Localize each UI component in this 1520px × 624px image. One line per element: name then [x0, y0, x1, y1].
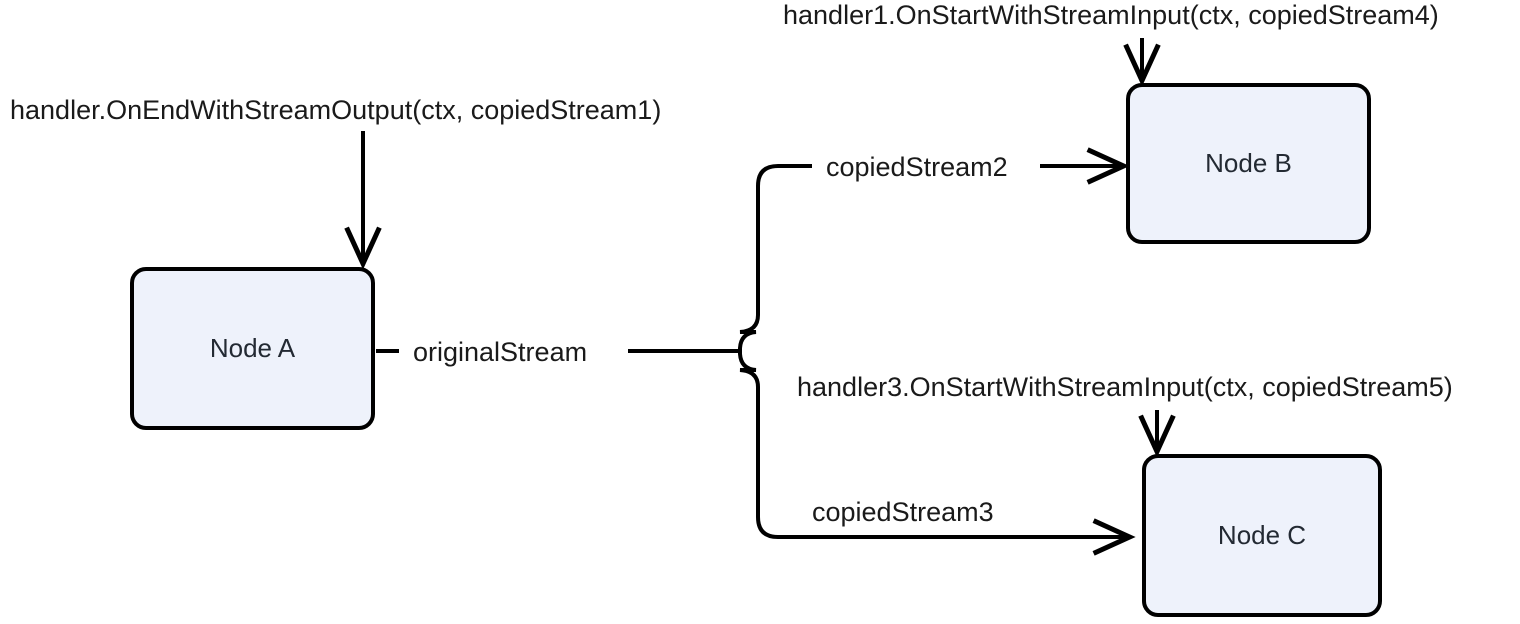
node-a-box[interactable]: [130, 267, 375, 430]
node-c[interactable]: Node C: [1142, 454, 1382, 617]
node-b[interactable]: Node B: [1126, 83, 1371, 244]
branch-lower-arm: [738, 351, 1136, 556]
handler-label-node-b-input: handler1.OnStartWithStreamInput(ctx, cop…: [783, 0, 1439, 30]
node-a-label: Node A: [210, 333, 296, 363]
handler-label-node-c-input: handler3.OnStartWithStreamInput(ctx, cop…: [797, 372, 1453, 402]
edge-label-original-stream: originalStream: [413, 337, 587, 367]
edge-label-copied-stream-2: copiedStream2: [826, 152, 1008, 182]
node-b-label: Node B: [1205, 148, 1292, 178]
node-a[interactable]: Node A: [130, 267, 375, 430]
handler-label-node-a-output: handler.OnEndWithStreamOutput(ctx, copie…: [10, 95, 661, 125]
node-c-label: Node C: [1218, 520, 1306, 550]
node-c-box[interactable]: [1142, 454, 1382, 617]
branch-upper-arm: [738, 164, 812, 351]
edge-label-copied-stream-3: copiedStream3: [812, 497, 994, 527]
